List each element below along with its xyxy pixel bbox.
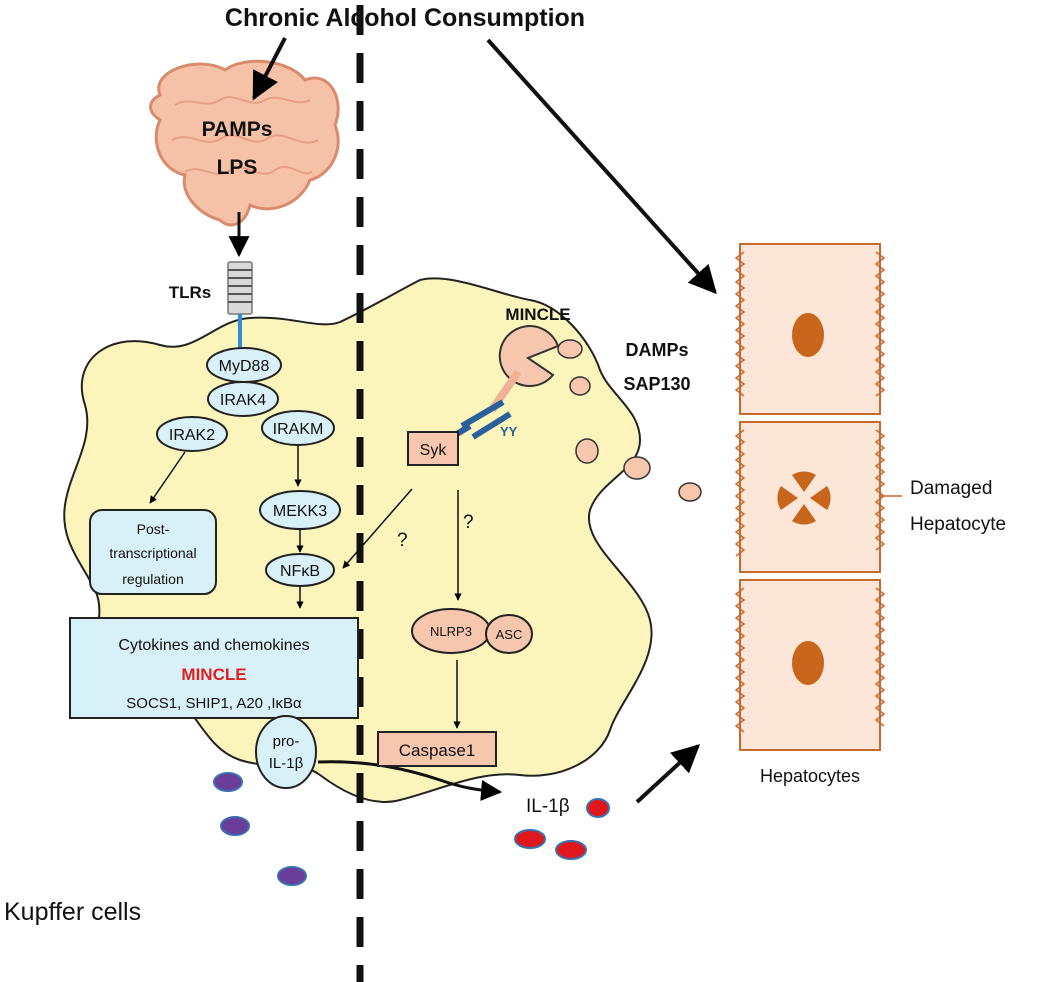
damp-particle <box>575 438 599 464</box>
mincle-red-label: MINCLE <box>181 665 246 684</box>
node-irak4: IRAK4 <box>207 381 279 417</box>
fragmented-nucleus-icon <box>777 471 831 525</box>
intestine-icon <box>149 59 340 227</box>
hepatocyte-damaged <box>734 421 902 573</box>
kupffer-cells-label: Kupffer cells <box>4 898 141 926</box>
node-pro-il1b: pro- IL-1β <box>255 715 317 789</box>
caspase1-box: Caspase1 <box>377 731 497 767</box>
mekk3-label: MEKK3 <box>273 503 327 520</box>
syk-box: Syk <box>407 431 459 466</box>
arrow-title-to-gut <box>252 37 287 101</box>
myd88-label: MyD88 <box>219 358 270 375</box>
pro-il1b-line2: IL-1β <box>269 755 304 772</box>
asc-label: ASC <box>496 627 523 642</box>
node-irakm: IRAKM <box>261 410 335 446</box>
socs-line: SOCS1, SHIP1, A20 ,IκBα <box>126 695 302 712</box>
irak2-label: IRAK2 <box>169 427 215 444</box>
particle-purple <box>213 772 243 792</box>
particle-red <box>555 840 587 860</box>
post-line1: Post- <box>137 521 170 537</box>
nlrp3-label: NLRP3 <box>430 624 472 639</box>
question-mark-nfkb: ? <box>397 530 408 551</box>
syk-label: Syk <box>420 442 448 459</box>
particle-purple <box>277 866 307 886</box>
mincle-receptor-label: MINCLE <box>505 305 570 324</box>
irak4-label: IRAK4 <box>220 392 266 409</box>
arrow-irak2-to-post <box>149 451 186 504</box>
damp-particle <box>557 339 583 359</box>
arrow-title-to-liver <box>486 38 717 295</box>
sap130-label: SAP130 <box>623 374 690 394</box>
particle-purple <box>220 816 250 836</box>
damaged-label-line1: Damaged <box>910 478 992 499</box>
arrow-syk-to-nfkb <box>342 488 413 569</box>
question-mark-nlrp3: ? <box>463 512 474 533</box>
cytokines-line: Cytokines and chemokines <box>118 637 309 654</box>
arrow-pro-il1b-to-il1b <box>317 760 503 801</box>
damp-particle <box>678 482 702 502</box>
tlrs-label: TLRs <box>169 283 212 302</box>
caspase1-label: Caspase1 <box>399 741 476 760</box>
irakm-label: IRAKM <box>273 421 324 438</box>
cytokine-output-box: Cytokines and chemokines MINCLE SOCS1, S… <box>69 617 359 719</box>
arrow-il1b-to-hepatocytes <box>635 744 701 804</box>
lps-label: LPS <box>217 156 258 179</box>
particle-red <box>586 798 610 818</box>
node-irak2: IRAK2 <box>156 416 228 452</box>
node-mekk3: MEKK3 <box>259 490 341 530</box>
tlr-receptor-icon <box>227 261 253 348</box>
post-transcriptional-box: Post- transcriptional regulation <box>89 509 217 595</box>
node-nlrp3: NLRP3 <box>411 608 491 654</box>
post-line2: transcriptional <box>109 545 196 561</box>
pro-il1b-line1: pro- <box>273 733 300 750</box>
node-myd88: MyD88 <box>206 347 282 383</box>
node-asc: ASC <box>485 614 533 654</box>
pamps-label: PAMPs <box>202 118 273 141</box>
node-nfkb: NFκB <box>265 553 335 587</box>
hepatocyte-top <box>734 243 886 415</box>
nfkb-label: NFκB <box>280 563 320 580</box>
il1b-label: IL-1β <box>526 796 570 817</box>
damps-label: DAMPs <box>625 340 688 360</box>
yy-label: YY <box>500 424 518 439</box>
title-text: Chronic Alcohol Consumption <box>225 4 585 32</box>
damp-particle <box>569 376 591 396</box>
hepatocyte-bottom <box>734 579 886 751</box>
damp-particle <box>623 456 651 480</box>
hepatocytes-label: Hepatocytes <box>760 766 860 786</box>
damaged-label-line2: Hepatocyte <box>910 514 1006 535</box>
post-line3: regulation <box>122 571 184 587</box>
particle-red <box>514 829 546 849</box>
